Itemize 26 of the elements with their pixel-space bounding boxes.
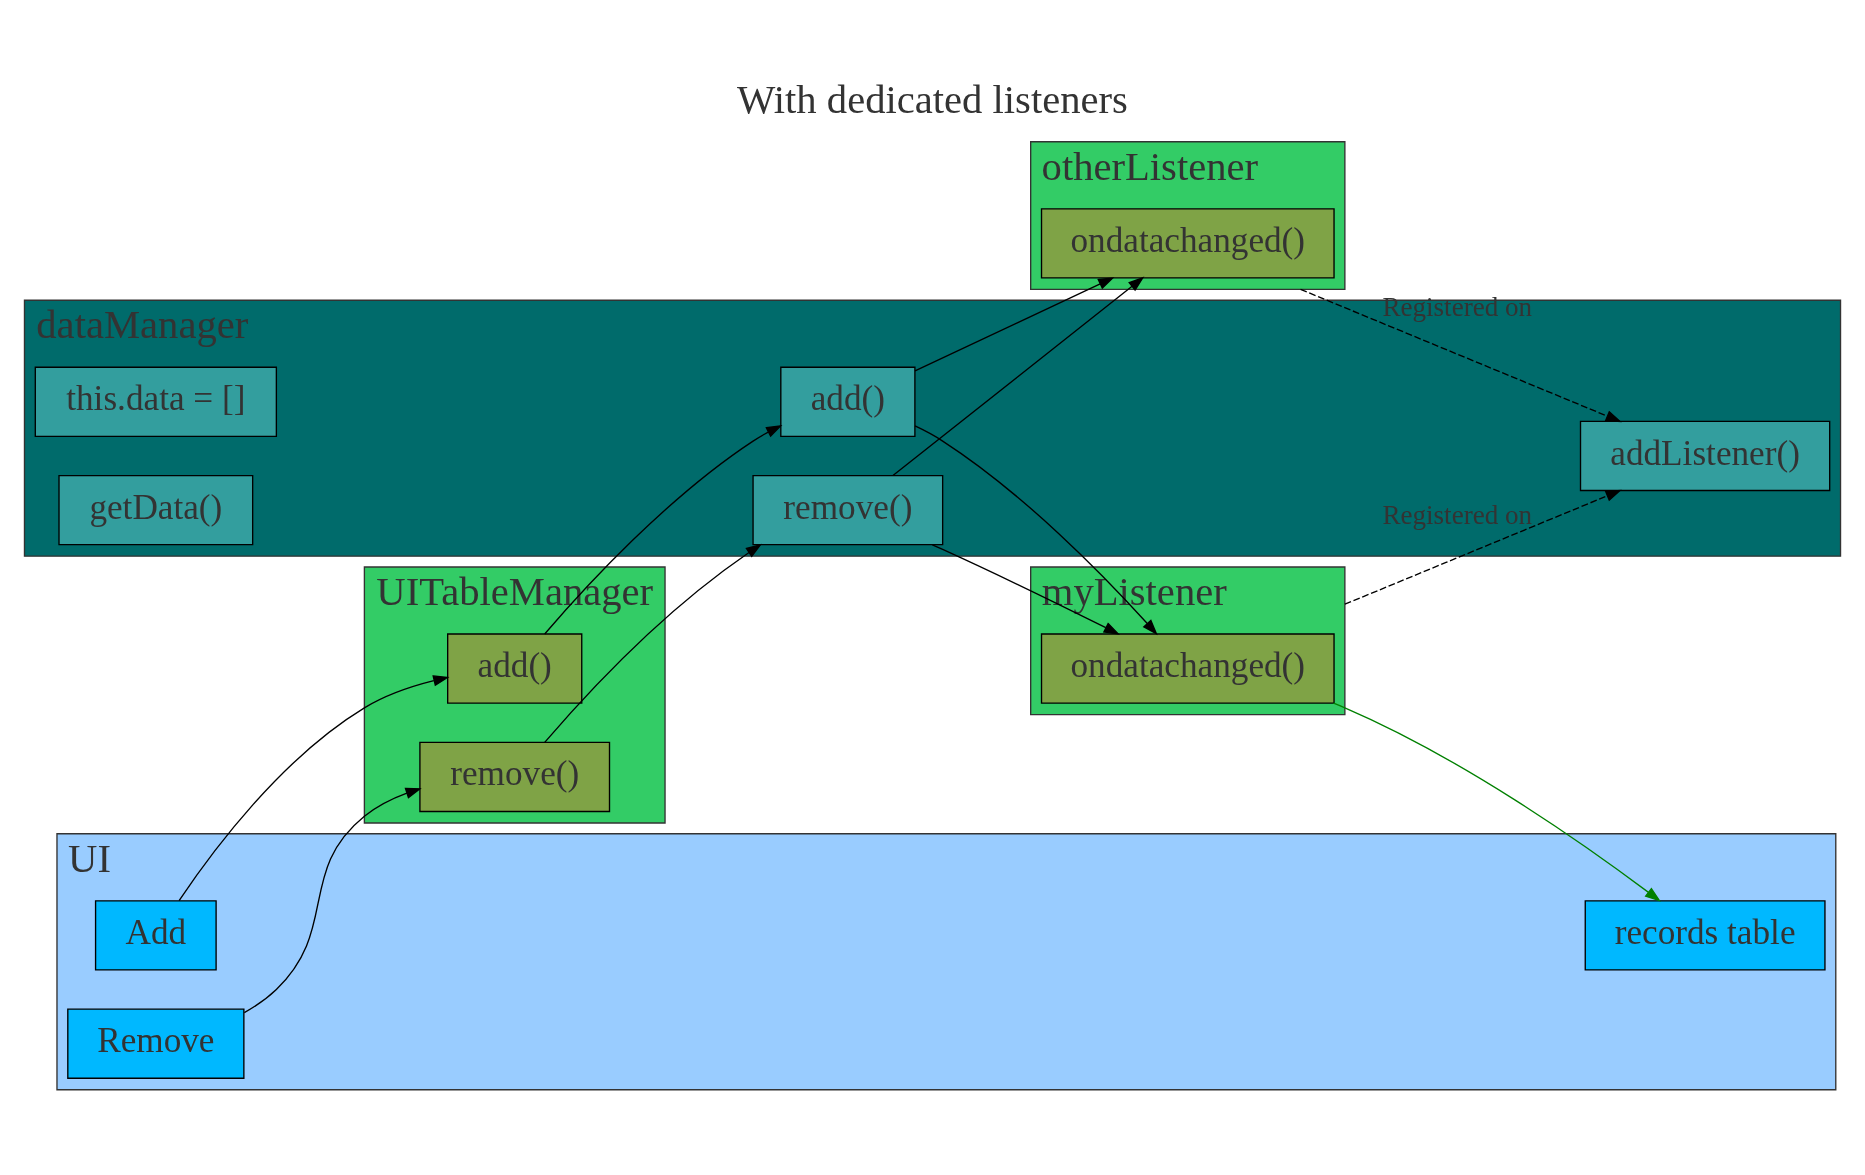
node-box: remove() [752, 474, 944, 545]
edge-label: Registered on [1382, 291, 1533, 322]
arrow [544, 543, 762, 743]
arrow [931, 543, 1120, 635]
arrow [892, 276, 1145, 476]
node-box: remove() [419, 741, 611, 812]
arrow [914, 276, 1115, 372]
node-box: records table [1584, 899, 1826, 971]
arrow [1299, 288, 1622, 422]
arrow [1332, 702, 1661, 902]
arrow [1344, 489, 1622, 605]
arrow [914, 424, 1158, 635]
arrow [544, 424, 783, 635]
arrow [243, 787, 422, 1013]
node-box: Add [94, 899, 217, 971]
node-box: addListener() [1579, 420, 1831, 491]
node-box: this.data = [] [34, 366, 278, 437]
node-box: add() [780, 366, 916, 437]
diagram-title: With dedicated listeners [737, 76, 1128, 122]
node-box: Remove [67, 1008, 245, 1079]
node-box: ondatachanged() [1040, 207, 1335, 279]
edge-label: Registered on [1382, 499, 1533, 530]
node-box: add() [447, 632, 583, 704]
arrow [178, 674, 450, 901]
node-box: getData() [58, 474, 254, 545]
node-box: ondatachanged() [1040, 632, 1335, 704]
